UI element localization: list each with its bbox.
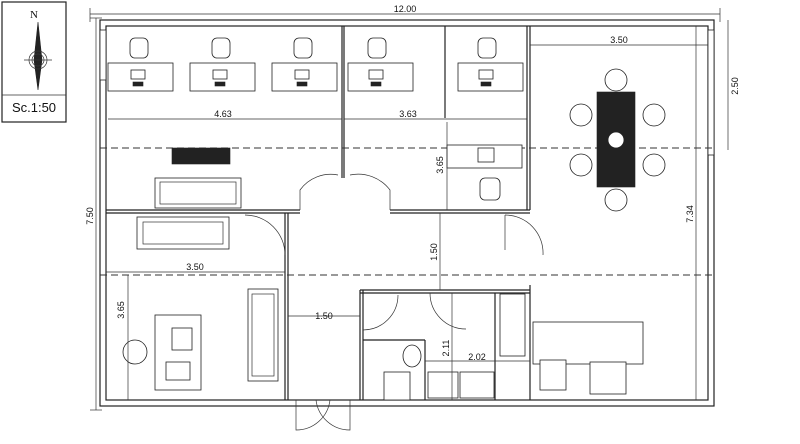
- lower-left-depth-label: 3.65: [116, 301, 126, 319]
- interior-walls: [106, 26, 531, 400]
- north-arrow-icon: [24, 21, 52, 91]
- interior-dimensions: 3.50 2.50 4.63 3.63 3.65 7.34 1.50 3.50 …: [106, 20, 740, 400]
- legend-box: N Sc.1:50: [1, 1, 67, 123]
- meeting-room-width-label: 3.50: [610, 35, 628, 45]
- meeting-room-height-label: 7.34: [685, 205, 695, 223]
- overall-width-dimension: 12.00: [89, 4, 721, 22]
- meeting-table: [569, 68, 666, 212]
- north-label: N: [30, 9, 38, 21]
- workstations: [107, 37, 524, 201]
- lounge-furniture: [136, 147, 279, 382]
- corridor-height-label: 1.50: [429, 243, 439, 261]
- wet-areas: [383, 293, 644, 401]
- overall-height-label: 7.50: [85, 207, 95, 225]
- kitchen-width-label: 2.02: [468, 352, 486, 362]
- scale-label: Sc.1:50: [12, 100, 56, 115]
- wc-depth-label: 2.11: [441, 340, 451, 357]
- doors: [244, 173, 544, 431]
- corridor-width-label: 1.50: [315, 311, 333, 321]
- overall-width-label: 12.00: [394, 4, 417, 14]
- meeting-room-depth-label: 2.50: [730, 77, 740, 95]
- overall-height-dimension: 7.50: [85, 17, 102, 411]
- right-office-width-label: 3.63: [399, 109, 417, 119]
- office-depth-label: 3.65: [435, 156, 445, 174]
- left-office-width-label: 4.63: [214, 109, 232, 119]
- manager-office: [122, 314, 202, 391]
- lower-left-width-label: 3.50: [186, 262, 204, 272]
